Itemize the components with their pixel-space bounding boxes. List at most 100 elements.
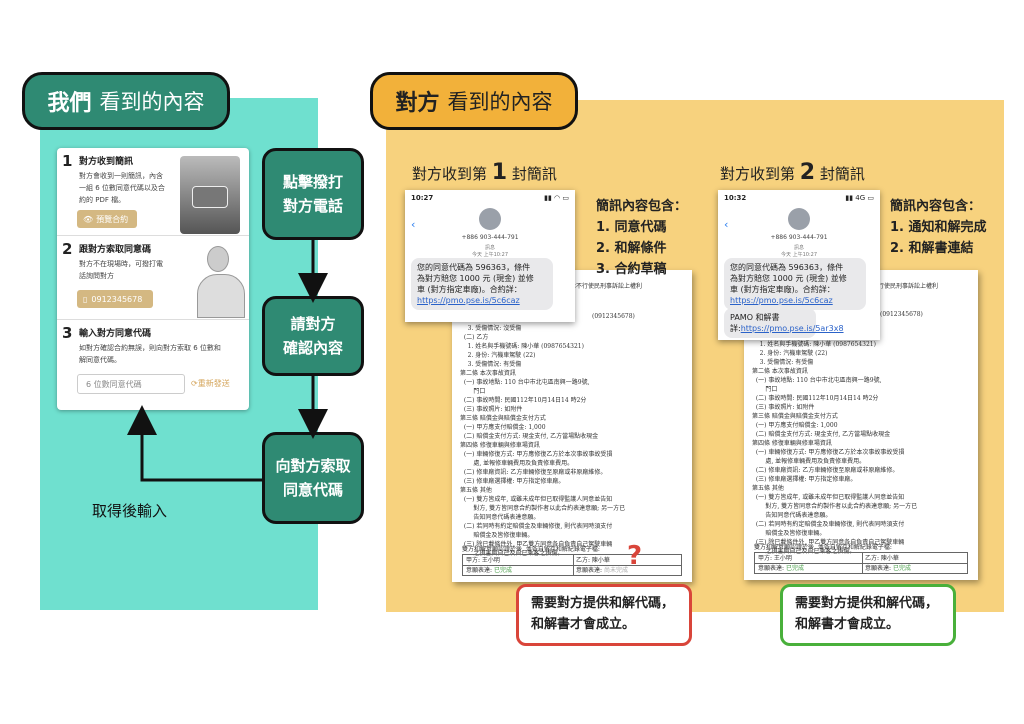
sms1-note: 需要對方提供和解代碼，和解書才會成立。 [516, 584, 692, 646]
step-desc: 如對方確認合約無誤，則向對方索取 6 位數和解同意代碼。 [79, 344, 221, 364]
doc-line: (一) 車輛修復方式: 甲方應修復乙方於本次事故事故受損 [460, 451, 613, 458]
doc-line: 告知同意代碼表達意願。 [752, 512, 832, 519]
doc-text: 雙方和解意願認證於後, 並各自留存和解紀錄電子檔: [462, 546, 600, 553]
doc-line: 門口 [460, 388, 486, 395]
doc-line: (一) 車輛修復方式: 甲方應修復乙方於本次事故事故受損 [752, 449, 905, 456]
doc-text: (0912345678) [880, 311, 923, 318]
doc-line: (一) 事故地點: 110 台中市北屯區南興一路9號, [752, 377, 882, 384]
sms2-note: 需要對方提供和解代碼，和解書才會成立。 [780, 584, 956, 646]
sms2-content-list: 簡訊內容包含： 1. 通知和解完成 2. 和解書連結 [890, 199, 987, 256]
doc-line: (三) 除已載條件外, 甲乙雙方同意各自負責自己駕駛車輛 [460, 541, 613, 548]
sms2-heading: 對方收到第 2 封簡訊 [720, 160, 865, 185]
refresh-icon: ⟳ [191, 379, 198, 388]
doc-text: 本不行使民刑事訴訟上權利 [570, 283, 643, 290]
settlement-link[interactable]: https://pmo.pse.is/5ar3x8 [740, 324, 844, 333]
contact-avatar-icon [788, 208, 810, 230]
return-arrow-label: 取得後輸入 [92, 502, 168, 520]
doc-line: (二) 修車廠資訊: 乙方車輛修復至原廠或非原廠維修。 [752, 467, 899, 474]
doc-line: 第四條 修復車輛與修車場資訊 [460, 442, 540, 449]
phone-icon: ▯ [83, 294, 88, 304]
step-1-section: 1 對方收到簡訊 對方會收到一則簡訊，內含一組 6 位數同意代碼以及合約的 PD… [57, 148, 249, 236]
step-title: 對方收到簡訊 [79, 157, 134, 167]
arrow-return [127, 405, 262, 482]
doc-line: (二) 賠償金支付方式: 現金支付, 乙方當場點收現金 [460, 433, 599, 440]
step-desc: 對方會收到一則簡訊，內含一組 6 位數同意代碼以及合約的 PDF 檔。 [79, 172, 165, 204]
doc-line: 3. 受傷情況: 沒受傷 [460, 325, 522, 332]
contract-link[interactable]: https://pmo.pse.is/5c6caz [730, 296, 833, 305]
app-screen-card: 1 對方收到簡訊 對方會收到一則簡訊，內含一組 6 位數同意代碼以及合約的 PD… [57, 148, 249, 410]
sms2-message-bubble-2: PAMO 和解書詳:https://pmo.pse.is/5ar3x8 [724, 308, 844, 338]
doc-line: 第二條 本次事故資訊 [752, 368, 808, 375]
contract-doc-1: 本不行使民刑事訴訟上權利 (0912345678) 3. 受傷情況: 沒受傷 (… [452, 270, 692, 582]
doc-text: 雙方和解意願認證於後, 並各自留存和解紀錄電子檔: [754, 544, 892, 551]
doc-line: 第三條 賠償金與賠償金支付方式 [460, 415, 546, 422]
doc-line: 賠償金及皆修復車輛。 [460, 532, 534, 539]
doc-text: 不行使民刑事訴訟上權利 [872, 283, 939, 290]
step-number: 3 [62, 324, 73, 342]
doc-line: (二) 若同時有約定賠償金及車輛修復, 則代表同時須支付 [752, 521, 905, 528]
doc-line: 第五條 其他 [460, 487, 492, 494]
step-number: 1 [62, 152, 73, 170]
doc-body: 3. 受傷情況: 沒受傷 (二) 乙方 1. 姓名與手機號碼: 陳小華 (098… [752, 322, 917, 556]
doc-line: 1. 姓名與手機號碼: 陳小華 (0987654321) [752, 341, 876, 348]
step-2-section: 2 跟對方索取同意碼 對方不在現場時，可撥打電話詢問對方 ▯0912345678 [57, 236, 249, 320]
sms1-content-list: 簡訊內容包含： 1. 同意代碼 2. 和解條件 3. 合約草稿 [596, 199, 688, 277]
flow-box-call: 點擊撥打對方電話 [262, 148, 364, 240]
consent-code-input[interactable]: 6 位數同意代碼 [77, 374, 185, 394]
doc-line: 之損害與自己及自己乘客之損傷。 [460, 550, 564, 557]
sms1-heading: 對方收到第 1 封簡訊 [412, 160, 557, 185]
person-on-phone-illustration [197, 246, 245, 318]
question-mark-icon: ? [627, 541, 643, 571]
eye-icon: 👁 [83, 214, 94, 224]
contact-number: +886 903-444-791 [770, 234, 828, 241]
message-meta: 訊息今天 上午10:27 [781, 245, 817, 258]
doc-line: (二) 修車廠資訊: 乙方車輛修復至原廠或非原廠維修。 [460, 469, 607, 476]
status-icons: ▮▮ ◠ ▭ [544, 194, 569, 202]
doc-line: (三) 修車廠選擇權: 甲方指定修車廠。 [752, 476, 857, 483]
sms1-message-bubble: 您的同意代碼為 596363，條件為對方賠您 1000 元 (現金) 並修車 (… [411, 258, 553, 310]
flow-box-confirm: 請對方確認內容 [262, 296, 364, 376]
their-view-header: 對方看到的內容 [370, 72, 578, 130]
sms1-phone: 10:27 ▮▮ ◠ ▭ ‹ +886 903-444-791 訊息今天 上午1… [405, 190, 575, 322]
doc-line: 處, 並報修車輛費用及負責修車費用。 [460, 460, 574, 467]
signature-table: 甲方: 王小明 乙方: 陳小華 意願表達: 已完成 意願表達: 已完成 [754, 552, 968, 574]
doc-line: (二) 若同時有約定賠償金及車輛修復, 則代表同時須支付 [460, 523, 613, 530]
doc-line: (一) 雙方皆成年, 或雖未成年但已取得監護人同意並告知 [752, 494, 905, 501]
doc-line: (一) 事故地點: 110 台中市北屯區南興一路9號, [460, 379, 590, 386]
doc-line: 2. 身份: 汽機車駕駛 (22) [752, 350, 828, 357]
back-icon[interactable]: ‹ [724, 218, 729, 231]
sms2-phone: 10:32 ▮▮ 4G ▭ ‹ +886 903-444-791 訊息今天 上午… [718, 190, 880, 340]
contract-link[interactable]: https://pmo.pse.is/5c6caz [417, 296, 520, 305]
call-phone-button[interactable]: ▯0912345678 [77, 290, 153, 308]
back-icon[interactable]: ‹ [411, 218, 416, 231]
doc-line: 賠償金及皆修復車輛。 [752, 530, 826, 537]
preview-contract-button[interactable]: 👁預覽合約 [77, 210, 137, 228]
phone-illustration [180, 156, 240, 234]
doc-line: (一) 甲方應支付賠償金: 1,000 [460, 424, 546, 431]
resend-button[interactable]: ⟳重新發送 [191, 379, 230, 388]
doc-line: 1. 姓名與手機號碼: 陳小華 (0987654321) [460, 343, 584, 350]
doc-body: 3. 受傷情況: 沒受傷 (二) 乙方 1. 姓名與手機號碼: 陳小華 (098… [460, 324, 625, 558]
doc-line: 第四條 修復車輛與修車場資訊 [752, 440, 832, 447]
doc-line: (二) 賠償金支付方式: 現金支付, 乙方當場點收現金 [752, 431, 891, 438]
signature-table: 甲方: 王小明 乙方: 陳小華 意願表達: 已完成 意願表達: 尚未完成 [462, 554, 682, 576]
step-desc: 對方不在現場時，可撥打電話詢問對方 [79, 260, 163, 280]
doc-line: 對方, 雙方皆同意合約製作者以此合約表達意願; 另一方已 [460, 505, 626, 512]
contact-avatar-icon [479, 208, 501, 230]
doc-line: 第五條 其他 [752, 485, 784, 492]
step-title: 跟對方索取同意碼 [79, 245, 152, 255]
doc-line: (二) 乙方 [460, 334, 489, 341]
doc-line: 門口 [752, 386, 778, 393]
doc-line: 告知同意代碼表達意願。 [460, 514, 540, 521]
doc-line: 之損害與自己及自己乘客之損傷。 [752, 548, 856, 555]
status-time: 10:32 [724, 194, 747, 202]
doc-line: 2. 身份: 汽機車駕駛 (22) [460, 352, 536, 359]
flow-box-request-code: 向對方索取同意代碼 [262, 432, 364, 524]
step-3-section: 3 輸入對方同意代碼 如對方確認合約無誤，則向對方索取 6 位數和解同意代碼。 … [57, 320, 249, 410]
doc-line: 對方, 雙方皆同意合約製作者以此合約表達意願; 另一方已 [752, 503, 918, 510]
doc-line: (三) 除已載條件外, 甲乙雙方同意各自負責自己駕駛車輛 [752, 539, 905, 546]
doc-line: (一) 雙方皆成年, 或雖未成年但已取得監護人同意並告知 [460, 496, 613, 503]
doc-line: 第二條 本次事故資訊 [460, 370, 516, 377]
doc-line: 第三條 賠償金與賠償金支付方式 [752, 413, 838, 420]
